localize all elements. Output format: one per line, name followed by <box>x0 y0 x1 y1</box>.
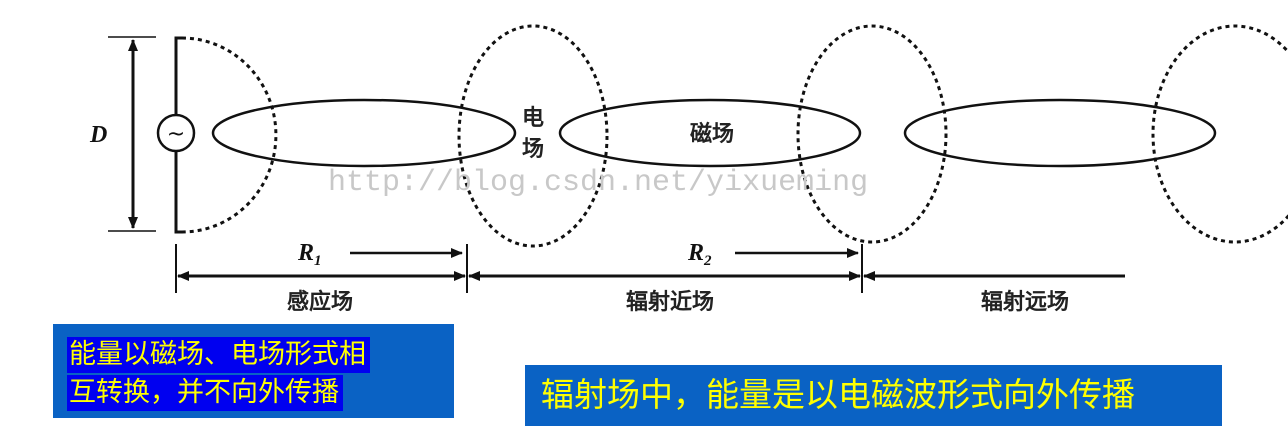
electric-field-loop <box>1151 24 1288 244</box>
electric-field-loop <box>796 24 948 244</box>
magnetic-field-label: 磁场 <box>690 121 734 147</box>
electric-field-label-2: 场 <box>522 137 544 162</box>
region-label-far: 辐射远场 <box>981 289 1069 315</box>
region-label-induction: 感应场 <box>287 289 353 315</box>
dimension-d-label: D <box>89 122 107 148</box>
r2-label: R2 <box>687 240 712 269</box>
radiation-note-text: 辐射场中，能量是以电磁波形式向外传播 <box>541 375 1135 414</box>
electric-field-label-1: 电 <box>522 106 544 131</box>
magnetic-field-loop <box>558 98 862 168</box>
dimension-d-arrow <box>108 36 156 232</box>
magnetic-field-loop <box>211 98 517 168</box>
ac-source-symbol: ~ <box>167 122 185 147</box>
electric-field-loop <box>181 36 278 234</box>
magnetic-field-loop <box>903 98 1217 168</box>
region-label-near: 辐射近场 <box>626 289 714 315</box>
induction-note-box: 能量以磁场、电场形式相 互转换，并不向外传播 <box>53 324 454 418</box>
induction-note-line2: 互转换，并不向外传播 <box>67 375 343 411</box>
dipole-antenna <box>156 36 196 234</box>
watermark: http://blog.csdn.net/yixueming <box>328 166 868 200</box>
electric-field-loop <box>457 24 609 248</box>
radiation-note-box: 辐射场中，能量是以电磁波形式向外传播 <box>525 365 1222 426</box>
r1-label: R1 <box>297 240 322 269</box>
induction-note-line1: 能量以磁场、电场形式相 <box>67 337 370 373</box>
